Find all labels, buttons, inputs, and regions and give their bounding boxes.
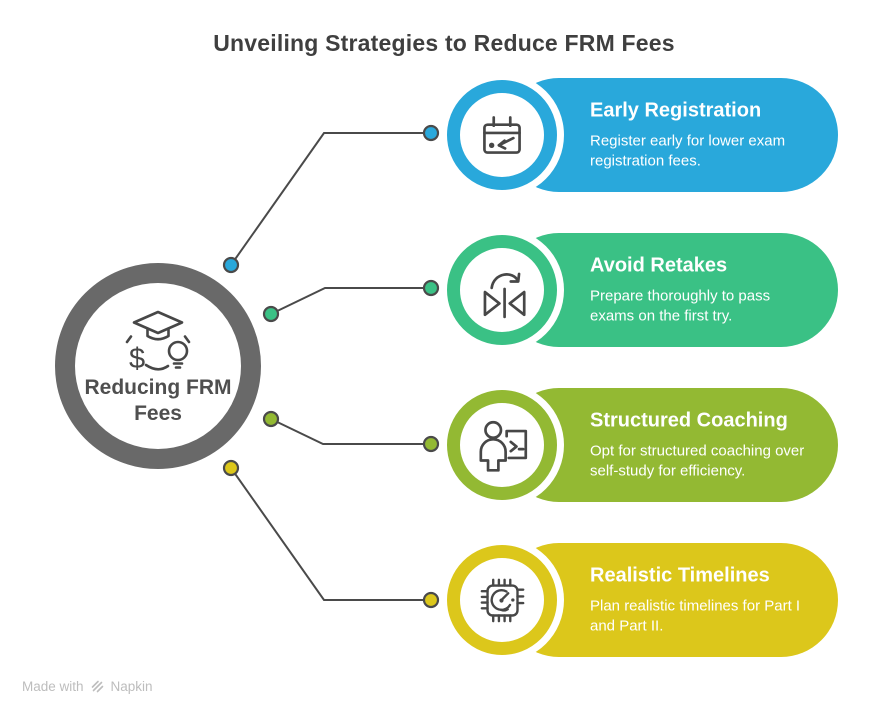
card-pill: [502, 388, 838, 502]
center-node: $ Reducing FRM Fees: [55, 263, 261, 469]
flip-repeat-icon: [483, 272, 526, 319]
card-early-registration: Early Registration Register early for lo…: [447, 78, 838, 192]
connector-early-registration: [222, 124, 440, 274]
svg-text:$: $: [129, 343, 145, 371]
card-realistic-timelines: Realistic Timelines Plan realistic timel…: [447, 543, 838, 657]
napkin-logo-icon: [91, 680, 103, 693]
calendar-early-icon: [483, 116, 521, 154]
card-description: Register early for lower exam registrati…: [590, 132, 786, 170]
card-description: Opt for structured coaching over self-st…: [590, 442, 805, 480]
card-pill: [502, 543, 838, 657]
card-structured-coaching: Structured Coaching Opt for structured c…: [447, 388, 838, 502]
connector-avoid-retakes: [262, 279, 440, 323]
card-title: Early Registration: [590, 99, 762, 122]
footer-made-with-label: Made with: [22, 679, 84, 694]
connector-dot: [422, 279, 440, 297]
card-pill: [502, 78, 838, 192]
page-title: Unveiling Strategies to Reduce FRM Fees: [213, 30, 675, 56]
connector-dot: [262, 305, 280, 323]
card-avoid-retakes: Avoid Retakes Prepare thoroughly to pass…: [447, 233, 838, 347]
card-description: Plan realistic timelines for Part I and …: [590, 597, 801, 635]
card-pill: [502, 233, 838, 347]
connector-dot: [422, 591, 440, 609]
footer-brand-label: Napkin: [110, 679, 153, 694]
chip-gauge-icon: [480, 578, 525, 623]
connector-realistic-timelines: [222, 459, 440, 609]
presenter-board-icon: [479, 420, 528, 472]
card-title: Realistic Timelines: [590, 564, 770, 587]
card-title: Avoid Retakes: [590, 254, 728, 277]
center-label: Reducing FRM Fees: [84, 375, 232, 425]
card-badge: [447, 545, 557, 655]
card-badge: [447, 235, 557, 345]
card-title: Structured Coaching: [590, 409, 788, 432]
card-badge: [447, 390, 557, 500]
connector-dot: [222, 459, 240, 477]
footer-credit: Made with Napkin: [22, 679, 153, 694]
connector-structured-coaching: [262, 410, 440, 453]
connector-dot: [262, 410, 280, 428]
graduation-cost-idea-icon: $: [125, 310, 191, 371]
card-description: Prepare thoroughly to pass exams on the …: [590, 287, 771, 325]
connector-dot: [222, 256, 240, 274]
connector-dot: [422, 435, 440, 453]
card-badge: [447, 80, 557, 190]
connector-dot: [422, 124, 440, 142]
